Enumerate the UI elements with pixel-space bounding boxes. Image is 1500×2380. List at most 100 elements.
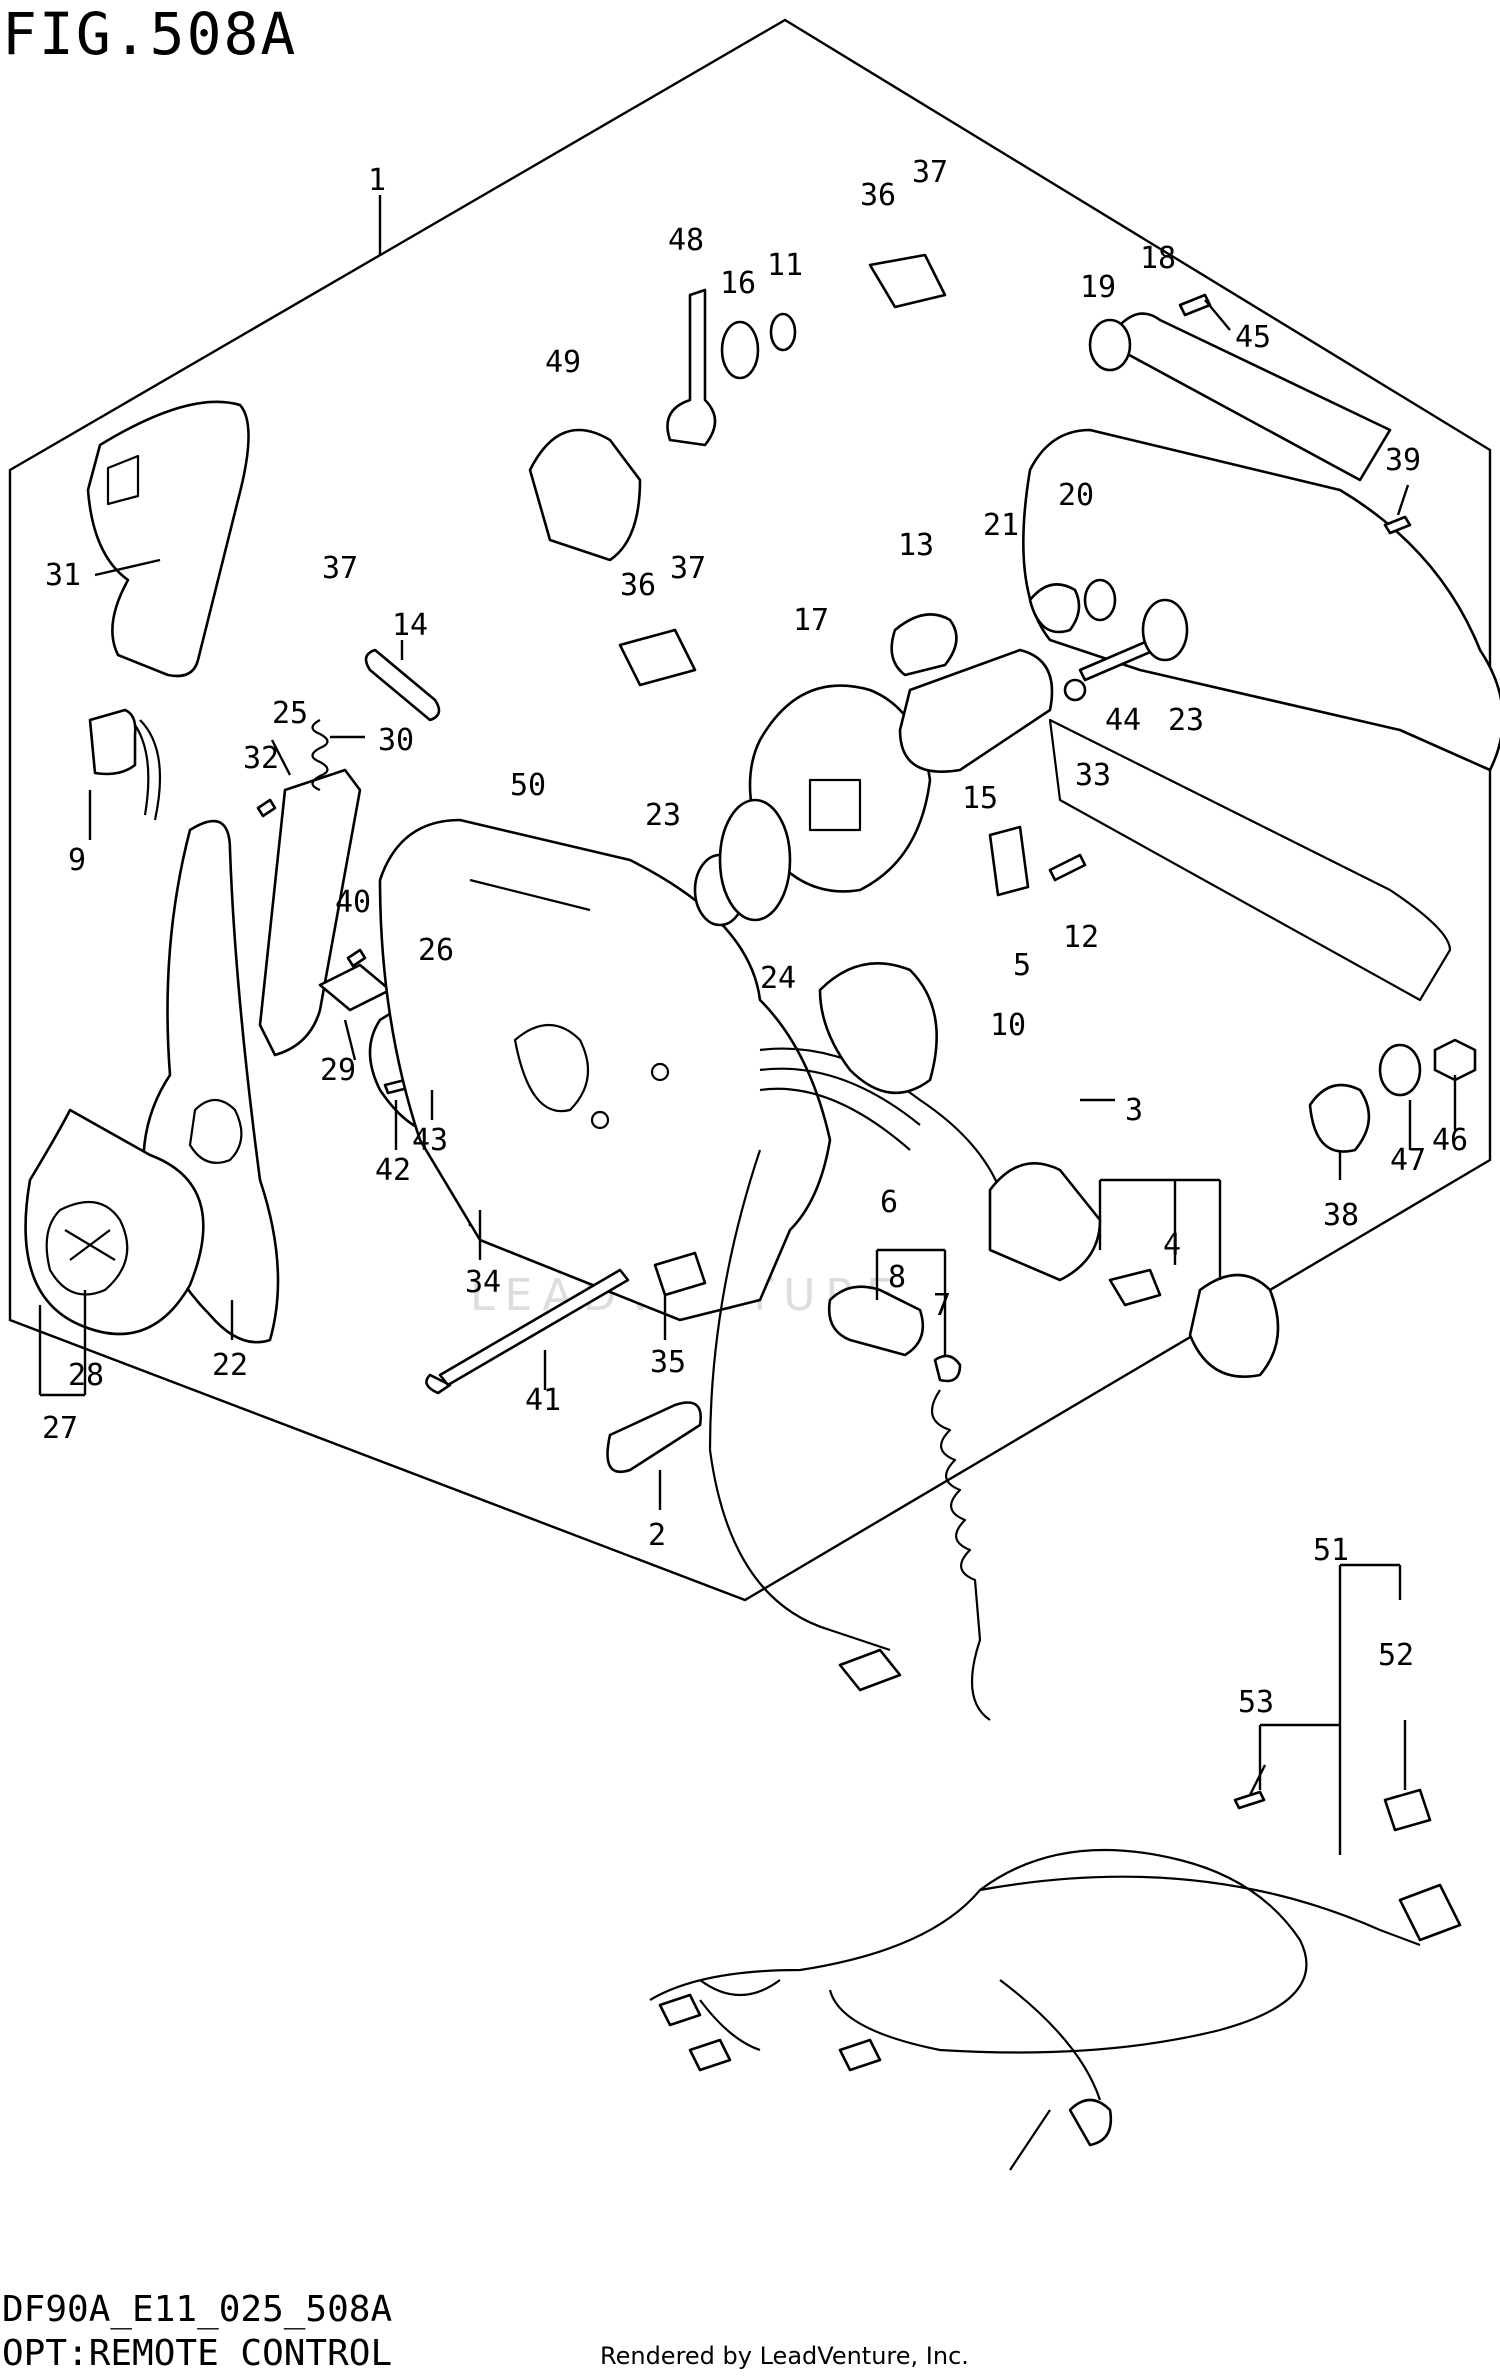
callout-15: 15 (962, 781, 998, 816)
part-31-grip (86, 400, 250, 678)
assembly-boundary (8, 18, 1492, 1602)
callout-17: 17 (793, 603, 829, 638)
part-16-collar (720, 320, 760, 380)
callout-8: 8 (888, 1260, 906, 1295)
part-12-screw (1048, 853, 1087, 882)
part-35-clip (653, 1251, 707, 1297)
part-30-spring (311, 719, 329, 792)
callout-37b: 37 (670, 551, 706, 586)
part-36-block-mid (618, 628, 697, 687)
part-14-pin (364, 648, 441, 722)
callout-42: 42 (375, 1153, 411, 1188)
render-credit: Rendered by LeadVenture, Inc. (600, 2342, 969, 2370)
part-2-plate (606, 1401, 703, 1474)
part-19-ring (1088, 318, 1132, 372)
connector-e (1068, 2098, 1113, 2147)
part-7-clip (933, 1354, 962, 1383)
callout-48: 48 (668, 223, 704, 258)
callout-50: 50 (510, 768, 546, 803)
part-5-switch (988, 825, 1030, 897)
part-28-emblem (45, 1200, 129, 1296)
callout-labels: 1 2 3 4 5 6 7 8 9 10 11 12 13 14 15 16 1… (42, 155, 1468, 1720)
callout-23a: 23 (645, 798, 681, 833)
callout-21: 21 (983, 508, 1019, 543)
callout-41: 41 (525, 1383, 561, 1418)
callout-2: 2 (648, 1518, 666, 1553)
part-8-lanyard (930, 1389, 991, 1721)
callout-1: 1 (368, 163, 386, 198)
connector-d (1398, 1883, 1462, 1942)
connector-part (838, 1648, 902, 1692)
part-6-stop-switch (827, 1285, 925, 1357)
callout-7: 7 (933, 1288, 951, 1323)
callout-9: 9 (68, 843, 86, 878)
part-39-screw (1383, 515, 1412, 535)
part-11-washer (769, 312, 797, 352)
connector-c (838, 2038, 882, 2072)
part-51-harness (649, 1848, 1421, 2054)
part-20-ring (1083, 578, 1117, 622)
connector-b (688, 2038, 732, 2072)
model-code: DF90A_E11_025_508A (2, 2289, 393, 2330)
callout-6: 6 (880, 1185, 898, 1220)
part-52-plug (1383, 1788, 1432, 1832)
part-45-screw (1178, 293, 1212, 317)
part-3-keyswitch (988, 1162, 1102, 1282)
callout-13: 13 (898, 528, 934, 563)
part-21-gear (1028, 583, 1081, 634)
callout-51: 51 (1313, 1533, 1349, 1568)
callout-19: 19 (1080, 270, 1116, 305)
callout-36a: 36 (860, 178, 896, 213)
part-48-lever (666, 288, 717, 447)
part-33-washer (1063, 678, 1087, 702)
connector-a (658, 1993, 702, 2027)
callout-45: 45 (1235, 320, 1271, 355)
callout-44: 44 (1105, 703, 1141, 738)
part-53-screw (1233, 1790, 1266, 1810)
part-13-cam (890, 613, 958, 677)
callout-30: 30 (378, 723, 414, 758)
part-27-cover (24, 1108, 205, 1336)
part-9-switch (88, 708, 137, 776)
figure-title: FIG.508A (2, 0, 298, 68)
callout-31: 31 (45, 558, 81, 593)
callout-35: 35 (650, 1345, 686, 1380)
callout-43: 43 (412, 1123, 448, 1158)
callout-37a: 37 (912, 155, 948, 190)
callout-52: 52 (1378, 1638, 1414, 1673)
callout-11: 11 (767, 248, 803, 283)
callout-16: 16 (720, 266, 756, 301)
leader-lines (38, 195, 1457, 1855)
part-32-screw (256, 798, 277, 818)
callout-27: 27 (42, 1411, 78, 1446)
callout-47: 47 (1390, 1143, 1426, 1178)
part-47-washer (1378, 1043, 1422, 1097)
callout-32: 32 (243, 741, 279, 776)
part-15-plate (898, 648, 1054, 773)
callout-5: 5 (1013, 948, 1031, 983)
callout-36b: 36 (620, 568, 656, 603)
callout-10: 10 (990, 1008, 1026, 1043)
part-3-cap (1188, 1273, 1280, 1378)
part-38-knob (1308, 1083, 1371, 1153)
cable-harness (759, 1047, 1002, 1191)
part-25-plate (258, 768, 362, 1057)
part-49-bracket (528, 428, 642, 562)
callout-23b: 23 (1168, 703, 1204, 738)
callout-24: 24 (760, 961, 796, 996)
callout-53: 53 (1238, 1685, 1274, 1720)
callout-39: 39 (1385, 443, 1421, 478)
part-40-screw (346, 948, 367, 968)
callout-20: 20 (1058, 478, 1094, 513)
callout-40: 40 (335, 885, 371, 920)
callout-14: 14 (392, 608, 428, 643)
part-29-plate (318, 963, 392, 1012)
part-4-key (1108, 1268, 1162, 1307)
part-41-bolt (425, 1268, 630, 1395)
callout-37c: 37 (322, 551, 358, 586)
part-23-bushing-b (1141, 598, 1189, 662)
part-36-block-top (868, 253, 947, 309)
callout-18: 18 (1140, 241, 1176, 276)
callout-34: 34 (465, 1265, 501, 1300)
